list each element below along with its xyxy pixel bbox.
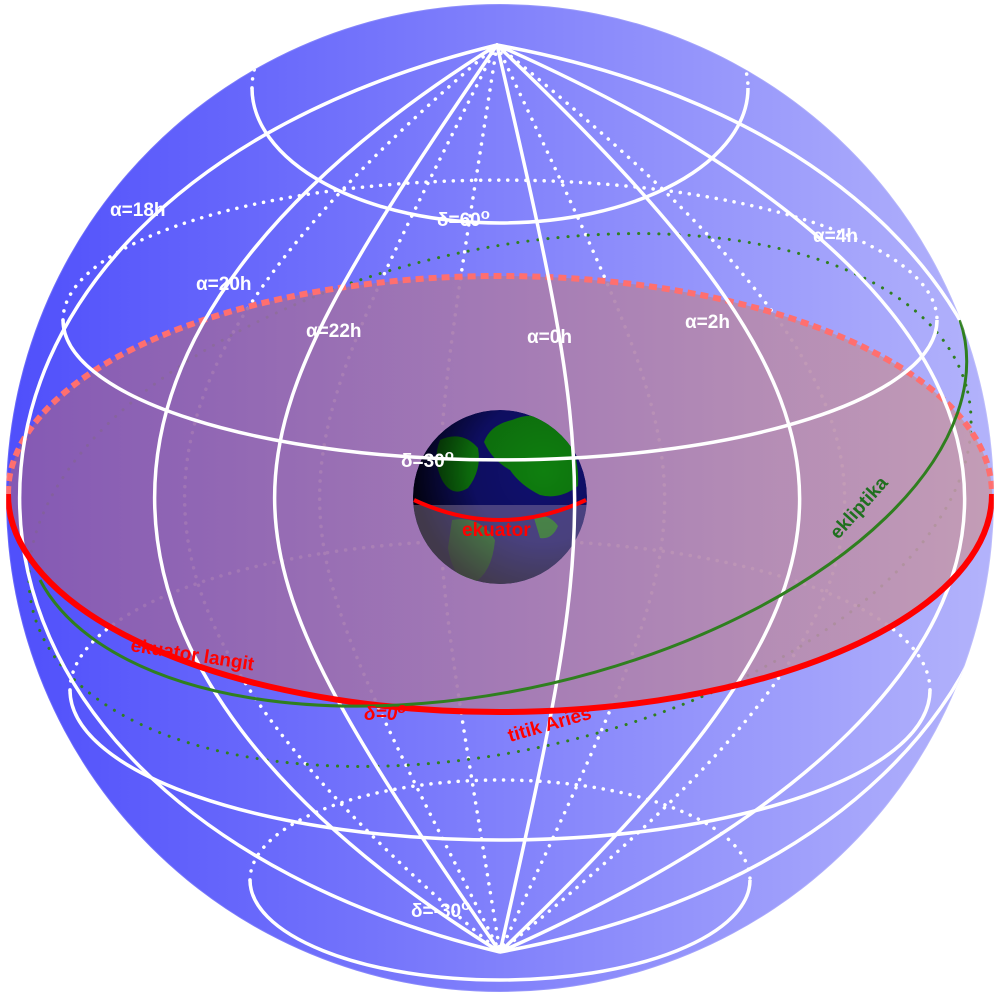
label-dec-30: δ=30o <box>401 447 454 472</box>
ra-0h-meridian <box>495 44 577 953</box>
earth <box>413 410 587 584</box>
dec-m60-circle-front <box>248 879 752 982</box>
ra-4h-meridian <box>496 43 967 954</box>
label-dec-0: δ=0o <box>364 700 406 725</box>
celestial-equator-back <box>6 273 994 495</box>
label-dec-60: δ=60o <box>437 206 490 231</box>
front-grid-lines <box>17 43 994 982</box>
ra-20h-meridian <box>152 43 501 954</box>
label-ra-22h: α=22h <box>306 321 362 342</box>
back-meridian-1 <box>182 43 502 954</box>
label-ra-0h: α=0h <box>527 327 572 348</box>
sphere-outline <box>5 3 995 993</box>
earth-equator-line <box>413 498 587 522</box>
ra-18h-meridian <box>17 43 501 954</box>
ra-2h-meridian <box>495 43 802 954</box>
ecliptic-front <box>38 319 969 708</box>
ra-22h-meridian <box>272 44 502 953</box>
ra-6h-meridian <box>496 43 994 954</box>
back-meridian-3 <box>437 43 502 954</box>
label-ra-4h: α=4h <box>813 226 858 247</box>
dec-30-circle-front <box>61 319 939 462</box>
dec-30-circle-back <box>61 178 939 322</box>
label-earth-equator: ekuator <box>462 520 531 541</box>
dec-60-circle-front <box>250 87 750 225</box>
label-ra-2h: α=2h <box>685 312 730 333</box>
label-dec-m30: δ=-30o <box>411 897 470 922</box>
label-ra-20h: α=20h <box>196 274 252 295</box>
celestial-equator-front <box>6 493 994 715</box>
dec-m30-circle-front <box>68 689 932 842</box>
label-ra-18h: α=18h <box>110 200 166 221</box>
ecliptic-back <box>27 232 973 768</box>
